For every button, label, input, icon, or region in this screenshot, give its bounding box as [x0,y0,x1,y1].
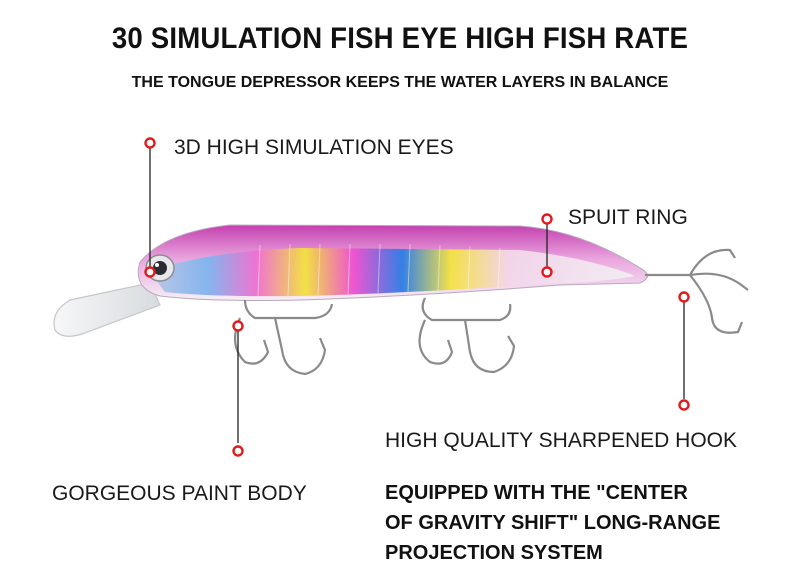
callout-markers [144,137,690,457]
feature-description: EQUIPPED WITH THE "CENTER OF GRAVITY SHI… [385,478,720,568]
front-hook [233,299,334,376]
rear-hook [418,297,516,374]
marker-eye-label [144,137,156,149]
feature-line-2: OF GRAVITY SHIFT" LONG-RANGE [385,512,721,534]
callout-spuit-ring: SPUIT RING [568,206,688,229]
marker-hook-top [678,291,690,303]
callout-lines [149,148,685,443]
callout-hook: HIGH QUALITY SHARPENED HOOK [385,429,738,452]
diving-lip [53,282,161,337]
page-title: 30 SIMULATION FISH EYE HIGH FISH RATE [111,22,689,55]
marker-ring-label [541,213,553,225]
marker-hook-bottom [678,399,690,411]
marker-eye [144,266,156,278]
scale-pattern [257,243,501,297]
callout-paint: GORGEOUS PAINT BODY [52,482,307,505]
page-subtitle: THE TONGUE DEPRESSOR KEEPS THE WATER LAY… [131,74,669,91]
marker-ring [541,266,553,278]
feature-line-3: PROJECTION SYSTEM [385,542,603,564]
marker-paint-bottom [232,445,244,457]
marker-paint-top [232,320,244,332]
tail-hook [645,248,749,334]
lure-stripe [150,248,635,297]
callout-eyes: 3D HIGH SIMULATION EYES [174,136,454,159]
feature-line-1: EQUIPPED WITH THE "CENTER [385,482,688,504]
